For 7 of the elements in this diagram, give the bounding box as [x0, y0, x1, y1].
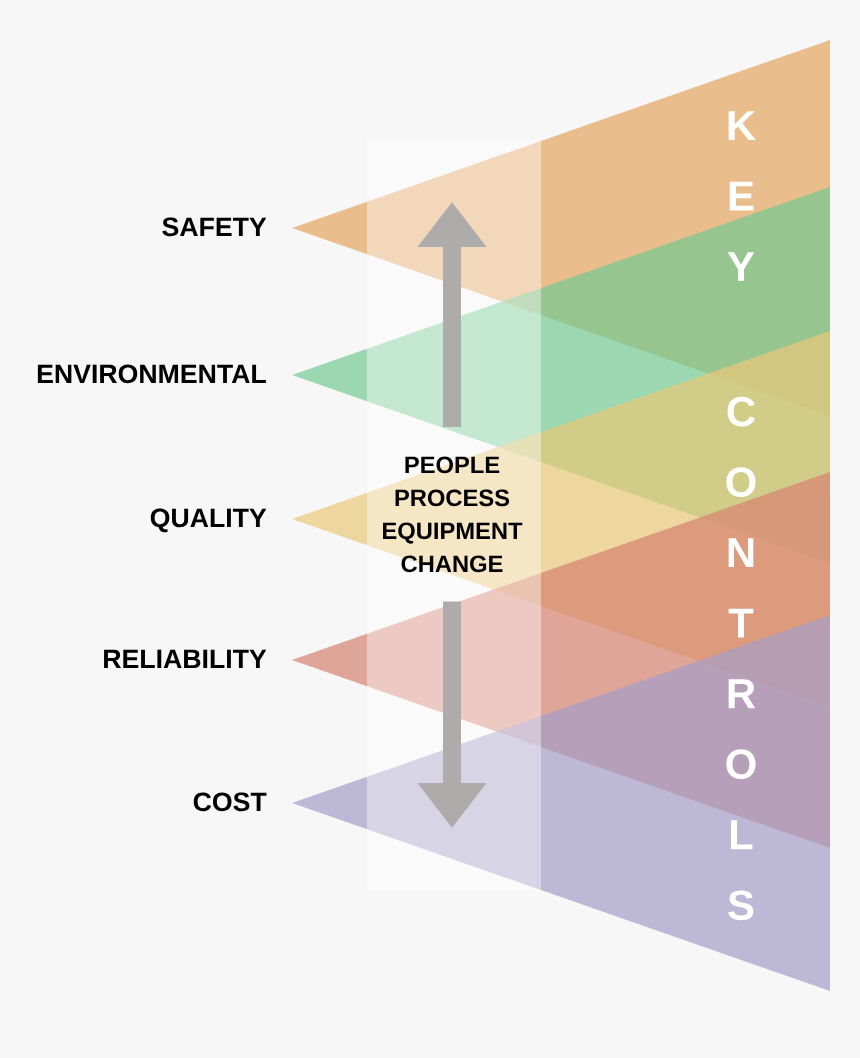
vertical-text: KEY: [727, 111, 756, 282]
vertical-text: CONTROLS: [726, 396, 756, 921]
category-label: COST: [193, 792, 267, 812]
category-label: SAFETY: [162, 217, 267, 237]
category-label: QUALITY: [150, 508, 267, 533]
category-label: ENVIRONMENTAL: [37, 364, 266, 384]
category-label: RELIABILITY: [104, 649, 267, 668]
